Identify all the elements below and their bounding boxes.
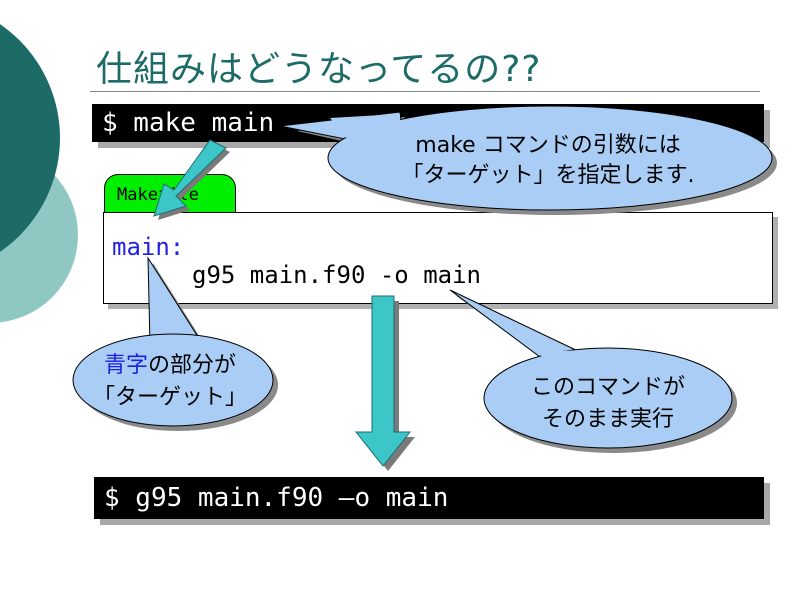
callout-make-args-line2: 「ターゲット」を指定します. bbox=[401, 163, 695, 188]
makefile-command: g95 main.f90 -o main bbox=[192, 261, 481, 289]
callout-target-part-suffix: の部分が bbox=[148, 353, 237, 378]
callout-target-part-line2: 「ターゲット」 bbox=[92, 385, 247, 410]
callout-command-exec-line1: このコマンドが bbox=[530, 375, 685, 400]
makefile-target: main: bbox=[112, 233, 185, 261]
makefile-content: main: g95 main.f90 -o main bbox=[103, 212, 773, 304]
callout-target-part-text: 青字の部分が 「ターゲット」 bbox=[80, 350, 260, 414]
callout-command-exec-line2: そのまま実行 bbox=[541, 407, 674, 432]
callout-command-exec-text: このコマンドが そのまま実行 bbox=[498, 372, 718, 436]
title-divider bbox=[90, 91, 760, 92]
callout-make-args-line1: make コマンドの引数には bbox=[415, 133, 681, 158]
slide-title: 仕組みはどうなってるの?? bbox=[96, 49, 542, 90]
makefile-tab: Makefile bbox=[104, 174, 236, 212]
callout-target-part-line1: 青字の部分が bbox=[80, 350, 260, 382]
callout-make-args-text: make コマンドの引数には 「ターゲット」を指定します. bbox=[358, 131, 738, 191]
dark-teal-circle bbox=[0, 24, 60, 252]
terminal-g95-command: $ g95 main.f90 –o main bbox=[94, 477, 764, 519]
blue-text-word: 青字 bbox=[103, 353, 148, 378]
